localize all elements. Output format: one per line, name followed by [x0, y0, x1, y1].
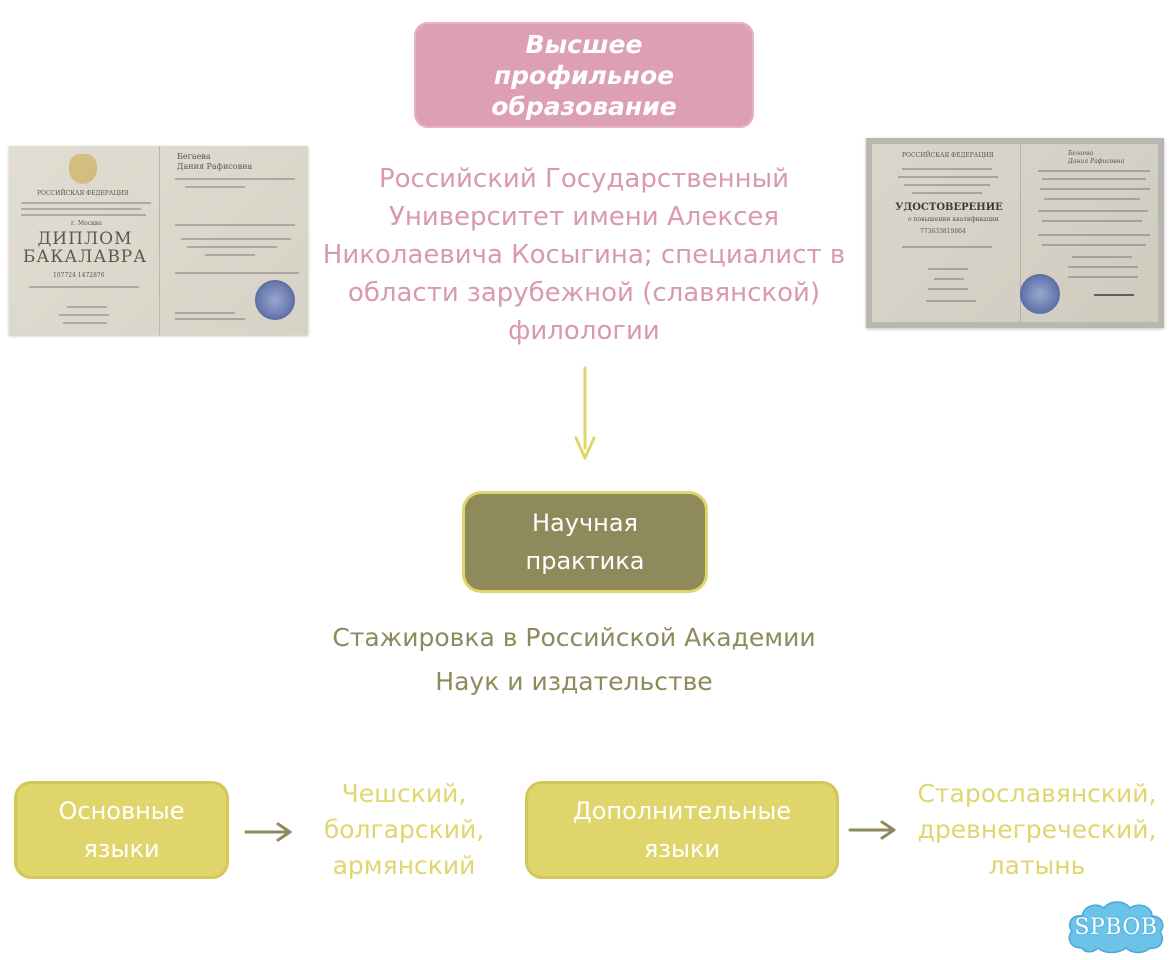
diploma-right-number: 773633819864	[920, 228, 966, 235]
spbob-logo-text: SPBOB	[1074, 914, 1158, 940]
diploma-left-city: г. Москва	[71, 220, 102, 227]
additional-languages-label: Дополнительные языки	[572, 797, 792, 863]
emblem-icon	[69, 154, 97, 184]
main-languages-list: Чешский, болгарский, армянский	[323, 779, 485, 880]
research-practice-label: Научная практика	[525, 509, 645, 575]
additional-languages-box: Дополнительные языки	[528, 784, 836, 876]
research-practice-box: Научная практика	[465, 494, 705, 590]
education-box: Высшее профильное образование	[414, 22, 754, 128]
diploma-right-name: Бегаева Дания Рафисовна	[1068, 150, 1125, 165]
diploma-left-title: ДИПЛОМ БАКАЛАВРА	[22, 229, 148, 267]
right-arrow-main	[244, 822, 292, 842]
additional-languages-list: Старославянский, древнегреческий, латынь	[917, 779, 1157, 880]
diploma-left-number: 107724 1472876	[53, 272, 105, 279]
university-description: Российский Государственный Университет и…	[322, 164, 846, 346]
certificate-image: РОССИЙСКАЯ ФЕДЕРАЦИЯ УДОСТОВЕРЕНИЕ о пов…	[866, 138, 1164, 328]
main-languages-box: Основные языки	[17, 784, 226, 876]
education-box-label: Высшее профильное образование	[491, 29, 677, 121]
diploma-left-country: РОССИЙСКАЯ ФЕДЕРАЦИЯ	[37, 190, 129, 197]
diploma-right-country: РОССИЙСКАЯ ФЕДЕРАЦИЯ	[902, 152, 994, 159]
diploma-right-subtitle: о повышении квалификации	[908, 216, 999, 223]
cloud-icon	[1068, 901, 1164, 954]
bachelor-diploma-image: РОССИЙСКАЯ ФЕДЕРАЦИЯ г. Москва ДИПЛОМ БА…	[9, 146, 308, 335]
internship-description: Стажировка в Российской Академии Наук и …	[332, 623, 816, 696]
seal-icon	[1020, 274, 1060, 314]
seal-icon	[255, 280, 295, 320]
spbob-logo: SPBOB	[1064, 898, 1168, 956]
down-arrow	[574, 366, 596, 460]
right-arrow-extra	[848, 820, 896, 840]
diploma-left-name: Бегаева Дания Рафисовна	[177, 152, 253, 171]
main-languages-label: Основные языки	[58, 797, 185, 863]
diploma-right-title: УДОСТОВЕРЕНИЕ	[895, 202, 1003, 213]
